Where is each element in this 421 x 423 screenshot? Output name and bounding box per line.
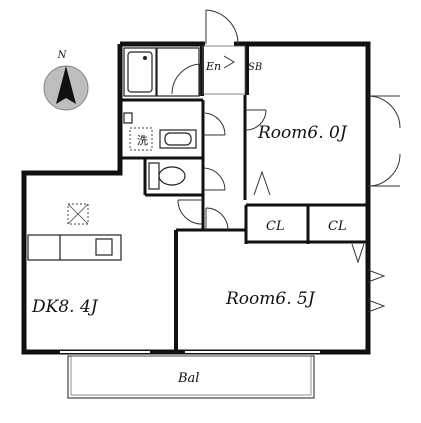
entrance-door (205, 9, 239, 45)
bathtub (123, 47, 201, 97)
room-north-label: Room6. 0J (257, 123, 348, 143)
compass: N (43, 50, 89, 111)
kitchen-counter (27, 203, 122, 261)
washer-mark: 洗 (137, 134, 148, 147)
washroom: 洗 (123, 112, 226, 151)
entrance-label: En (205, 60, 221, 73)
closet-left-label: CL (266, 219, 285, 234)
north-arrow-icon (56, 66, 76, 104)
balcony-label: Bal (177, 371, 199, 386)
room-south-label: Room6. 5J (225, 289, 316, 309)
interior-walls (120, 44, 368, 352)
room-north-windows (367, 95, 401, 313)
shoe-box-label: SB (248, 62, 262, 73)
balcony: Bal (67, 355, 315, 399)
outer-walls (21, 41, 371, 355)
closet-right-label: CL (328, 219, 347, 234)
toilet (148, 162, 226, 191)
hall-doors (177, 109, 271, 231)
dining-kitchen-label: DK8. 4J (31, 297, 99, 317)
entrance-area: En SB (202, 45, 262, 95)
closet-door-icon (351, 243, 365, 264)
north-label: N (57, 50, 68, 61)
